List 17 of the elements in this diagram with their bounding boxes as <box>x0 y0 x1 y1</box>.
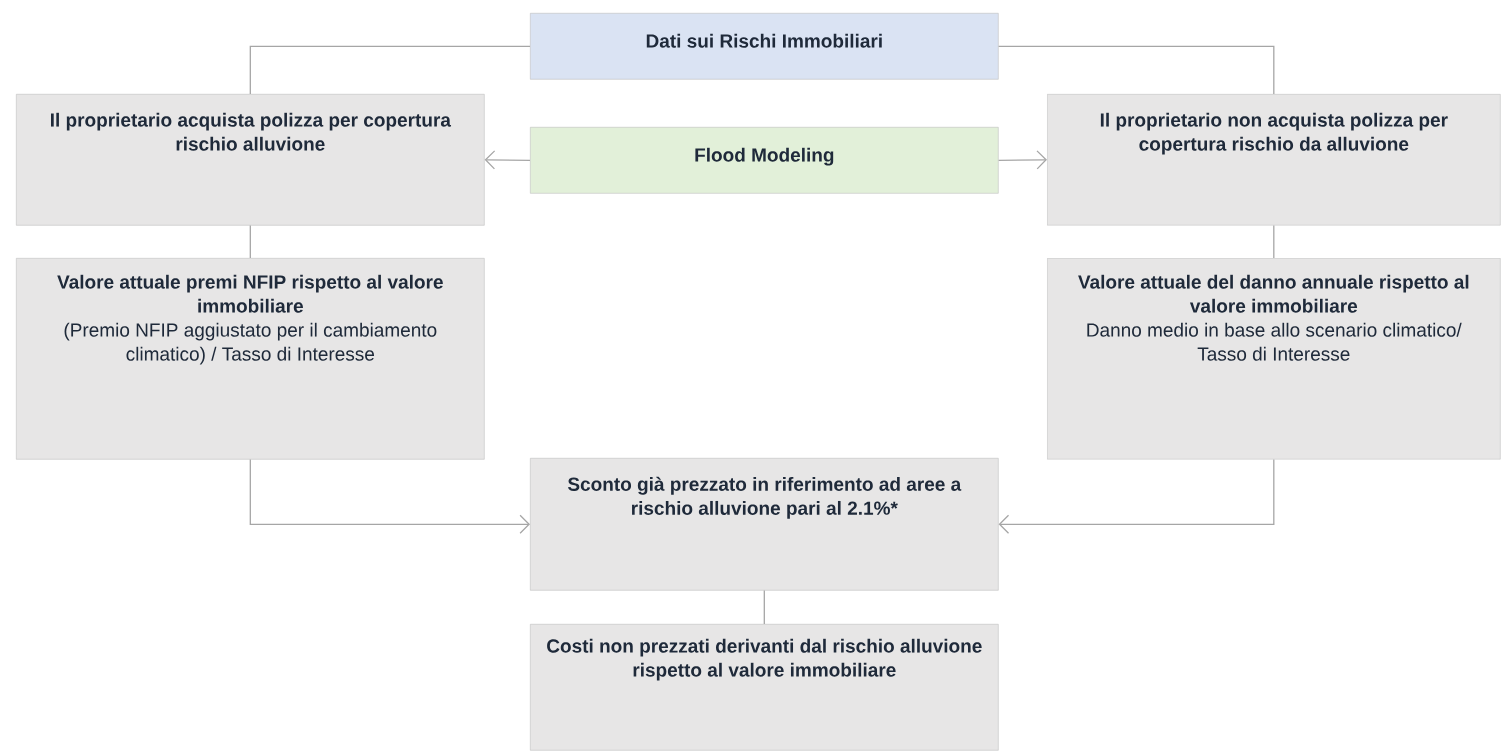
connector-line <box>1273 224 1275 259</box>
process-box: Sconto già prezzato in riferimento ad aree a rischio alluvione pari al 2.1%* <box>530 458 999 591</box>
process-box: Dati sui Rischi Immobiliari <box>530 13 999 80</box>
arrow <box>997 150 1047 170</box>
connector-line <box>249 224 251 259</box>
process-box: Costi non prezzati derivanti dal rischio alluvione rispetto al valore immobiliare <box>530 624 999 751</box>
arrow <box>998 458 1275 534</box>
arrow <box>249 458 530 534</box>
process-box: Flood Modeling <box>530 127 999 194</box>
connector-line <box>997 45 1275 95</box>
connector-line <box>249 45 531 95</box>
process-box: Il proprietario non acquista polizza per copertura rischio da alluvione <box>1047 94 1501 226</box>
connector-line <box>763 589 765 625</box>
process-box: Il proprietario acquista polizza per copertura rischio alluvione <box>16 94 485 226</box>
process-box: Valore attuale premi NFIP rispetto al valore immobiliare (Premio NFIP aggiustato per il cambiamento climatico) / Tasso di Interesse <box>16 258 485 460</box>
process-box: Valore attuale del danno annuale rispetto al valore immobiliare Danno medio in base allo scenario climatico/ Tasso di Interesse <box>1047 258 1501 460</box>
arrow <box>484 150 531 170</box>
